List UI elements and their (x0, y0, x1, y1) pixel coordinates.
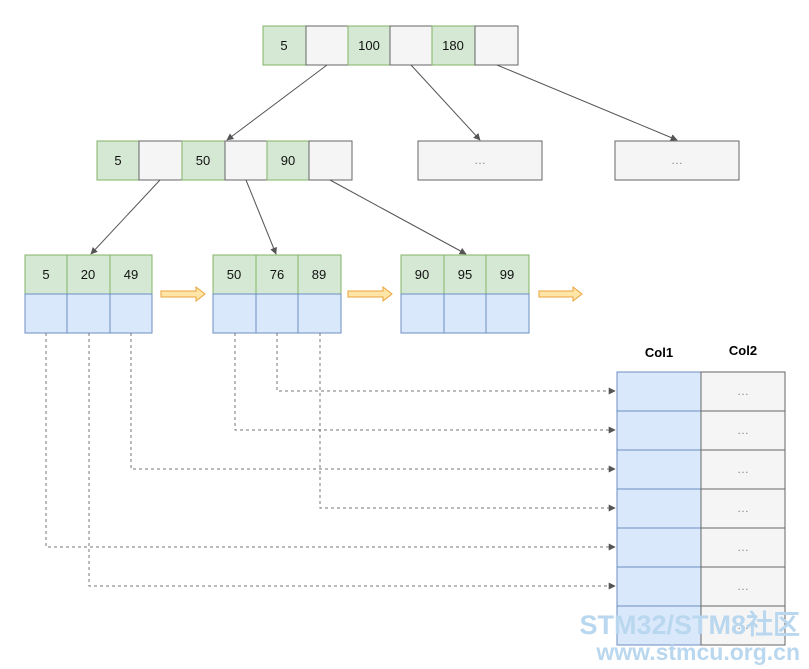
leaf-pointer-cell (485, 293, 530, 334)
level2-pointer-cell (138, 140, 183, 181)
leaf-key-cell (297, 254, 342, 295)
leaf-pointer-cell (297, 293, 342, 334)
table-col1-cell (616, 488, 702, 529)
leaf-pointer-cell (212, 293, 257, 334)
watermark-line1: STM32/STM8社区 (579, 609, 800, 640)
watermark-line2: www.stmcu.org.cn (595, 639, 800, 665)
table-col2-cell (700, 371, 786, 412)
leaf-key-cell (109, 254, 153, 295)
leaf-node: 90 95 99 (400, 254, 530, 334)
tree-edge-arrow (329, 179, 467, 255)
tree-edge-arrow (410, 64, 481, 141)
table-col1-cell (616, 527, 702, 568)
leaf-key-cell (443, 254, 487, 295)
table-row-dots: … (737, 423, 749, 437)
leaf-key-cell (212, 254, 257, 295)
placeholder-dots: … (671, 153, 683, 167)
leaf-key: 95 (458, 267, 472, 282)
placeholder-node (417, 140, 543, 181)
table-col1-cell (616, 410, 702, 451)
row-pointer-lines (45, 333, 616, 590)
table-col2-cell (700, 527, 786, 568)
tree-edge-arrow (90, 179, 161, 255)
leaf-key: 89 (312, 267, 326, 282)
level2-key: 50 (196, 153, 210, 168)
row-pointer-arrow (276, 333, 616, 395)
table-col2-cell (700, 410, 786, 451)
table-row-dots: … (737, 462, 749, 476)
row-pointer-arrow (130, 333, 616, 473)
root-node: 5 100 180 (262, 25, 519, 66)
row-pointer-arrow (319, 333, 616, 512)
level2-pointer-cell (308, 140, 353, 181)
table-row-dots: … (737, 540, 749, 554)
level2-key-cell (266, 140, 310, 181)
row-pointer-arrow (88, 333, 616, 590)
table-row-dots: … (737, 579, 749, 593)
table-row-dots: … (737, 501, 749, 515)
table-header-col1: Col1 (645, 345, 673, 360)
root-key-cell (431, 25, 476, 66)
root-key: 100 (358, 38, 380, 53)
tree-edge-arrow (245, 179, 277, 255)
leaf-node: 5 20 49 (24, 254, 153, 334)
leaf-pointer-cell (109, 293, 153, 334)
table-col1-cell (616, 449, 702, 490)
leaf-pointer-cell (255, 293, 299, 334)
root-pointer-cell (474, 25, 519, 66)
level2-key-cell (181, 140, 226, 181)
table-row-dots: … (737, 384, 749, 398)
next-leaf-arrow (538, 285, 583, 303)
level2-key: 5 (114, 153, 121, 168)
root-key-cell (262, 25, 307, 66)
leaf-key-cell (66, 254, 111, 295)
leaf-pointer-cell (443, 293, 487, 334)
leaf-key: 20 (81, 267, 95, 282)
leaf-key-cell (485, 254, 530, 295)
leaf-key: 49 (124, 267, 138, 282)
table-col1-cell (616, 566, 702, 607)
placeholder-node (614, 140, 740, 181)
table-col1-cell (616, 371, 702, 412)
table-col2-cell (700, 566, 786, 607)
next-leaf-arrow (347, 285, 393, 303)
level2-pointer-cell (224, 140, 268, 181)
table-header-col2: Col2 (729, 343, 757, 358)
leaf-key: 50 (227, 267, 241, 282)
leaf-pointer-cell (400, 293, 445, 334)
leaf-key: 99 (500, 267, 514, 282)
data-table: … … … … … … … (616, 371, 786, 646)
leaf-key: 5 (42, 267, 49, 282)
next-leaf-arrow (160, 285, 206, 303)
tree-edge-arrow (226, 64, 328, 141)
root-key: 5 (280, 38, 287, 53)
row-pointer-arrow (234, 333, 616, 434)
table-col2-cell (700, 605, 786, 646)
root-key: 180 (442, 38, 464, 53)
leaf-key: 76 (270, 267, 284, 282)
leaf-pointer-cell (66, 293, 111, 334)
table-row-dots: … (737, 618, 749, 632)
leaf-node: 50 76 89 (212, 254, 342, 334)
leaf-key: 90 (415, 267, 429, 282)
placeholder-dots: … (474, 153, 486, 167)
leaf-pointer-cell (24, 293, 68, 334)
table-col2-cell (700, 449, 786, 490)
level2-key: 90 (281, 153, 295, 168)
level2-node: 5 50 90 (96, 140, 353, 181)
root-key-cell (347, 25, 391, 66)
tree-edge-arrow (496, 64, 678, 141)
root-pointer-cell (305, 25, 349, 66)
table-col2-cell (700, 488, 786, 529)
root-pointer-cell (389, 25, 433, 66)
